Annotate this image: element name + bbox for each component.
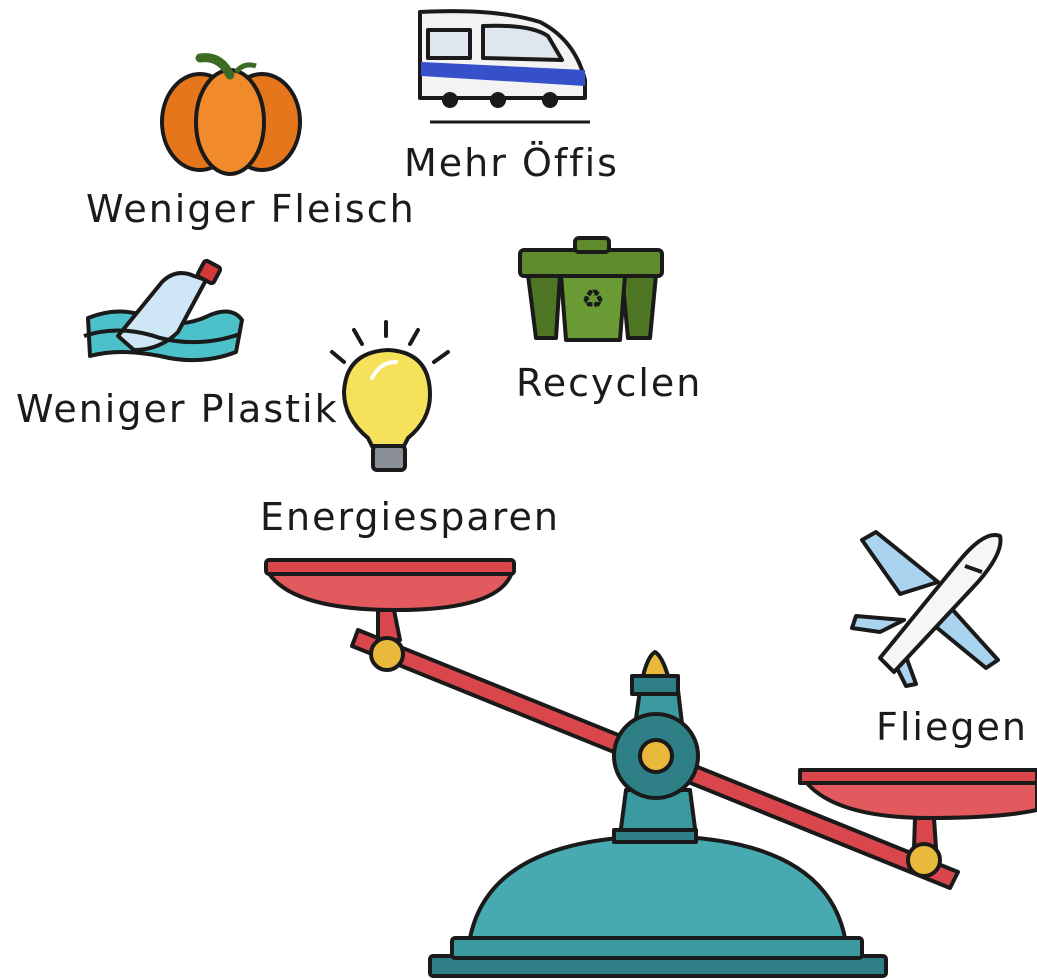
label-recyclen: Recyclen <box>516 364 702 402</box>
plastic-bottle-icon <box>84 260 242 360</box>
svg-text:♻: ♻ <box>581 285 604 315</box>
label-weniger-plastik: Weniger Plastik <box>16 390 339 428</box>
label-weniger-fleisch: Weniger Fleisch <box>86 190 416 228</box>
label-mehr-oeffis: Mehr Öffis <box>404 144 619 182</box>
light-bulb-icon <box>332 322 448 470</box>
label-energiesparen: Energiesparen <box>260 498 560 536</box>
airplane-icon <box>852 532 1001 686</box>
train-icon <box>420 11 590 122</box>
pumpkin-icon <box>162 58 300 174</box>
label-fliegen: Fliegen <box>876 708 1028 746</box>
recycling-bin-icon: ♻ <box>520 238 662 340</box>
